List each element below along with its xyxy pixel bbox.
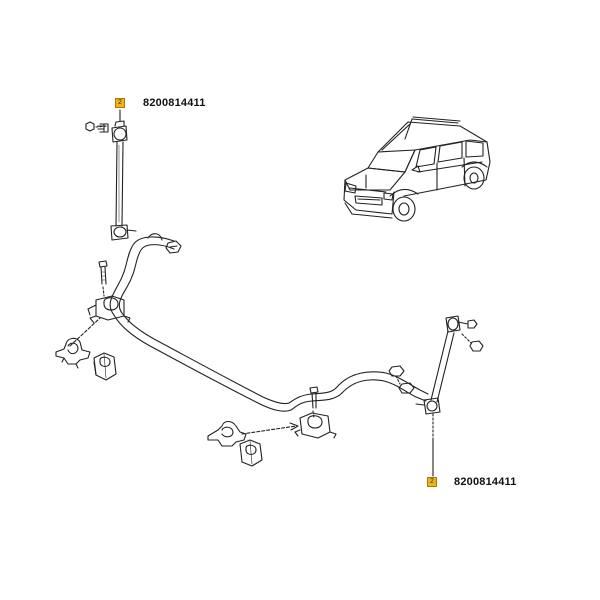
part-number-label-2[interactable]: 8200814411 [454, 476, 517, 488]
nut-right-link [398, 382, 415, 394]
part-number-label-1[interactable]: 8200814411 [143, 97, 206, 109]
stabilizer-bar [109, 233, 429, 412]
vehicle-locator-illustration [343, 116, 491, 222]
leader-right-clamp [241, 425, 297, 435]
callout-badge-2: 2 [427, 477, 437, 487]
bolt-right-clamp [309, 386, 319, 419]
callout-badge-1: 2 [115, 98, 125, 108]
nut-right-bar [388, 365, 405, 385]
rubber-bushing-right-exploded [239, 439, 263, 467]
nut-left-link-lower [165, 240, 182, 254]
bushing-clamp-left-installed [87, 295, 131, 324]
bushing-clamp-left-exploded [55, 337, 91, 369]
bushing-clamp-right-installed [294, 412, 337, 439]
bolt-left-clamp [98, 260, 108, 297]
stabilizer-link-left [85, 120, 137, 241]
rubber-bushing-left-exploded [93, 352, 117, 381]
leader-right-clamp-arrow [289, 422, 299, 431]
stabilizer-link-right [415, 315, 484, 441]
bushing-clamp-right-exploded [207, 420, 247, 447]
leader-left-clamp [69, 317, 101, 347]
